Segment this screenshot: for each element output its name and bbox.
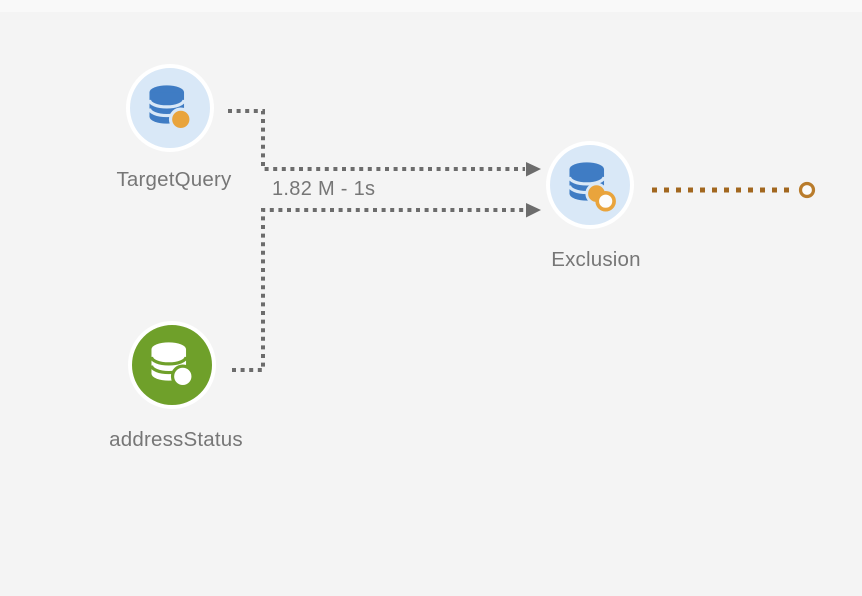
overlapping-circles-badge bbox=[585, 182, 616, 212]
arrowhead-targetquery-edge bbox=[526, 162, 541, 177]
database-icon bbox=[147, 85, 193, 132]
edge-addressstatus-to-exclusion[interactable] bbox=[232, 208, 525, 372]
node-addressstatus[interactable] bbox=[128, 321, 216, 409]
orange-dot-badge bbox=[168, 107, 193, 132]
node-targetquery[interactable] bbox=[126, 64, 214, 152]
transition-count-label[interactable]: 1.82 M - 1s bbox=[272, 178, 376, 200]
node-label-exclusion: Exclusion bbox=[551, 248, 641, 271]
edge-targetquery-to-exclusion[interactable] bbox=[228, 109, 525, 171]
arrowhead-addressstatus-edge bbox=[526, 203, 541, 218]
node-exclusion[interactable] bbox=[546, 141, 634, 229]
database-exclusion-icon bbox=[567, 162, 616, 212]
unconnected-outlet-ring[interactable] bbox=[798, 181, 816, 199]
database-icon bbox=[149, 342, 195, 389]
canvas-top-strip bbox=[0, 0, 862, 12]
white-dot-badge bbox=[170, 364, 195, 389]
node-label-addressstatus: addressStatus bbox=[109, 428, 243, 451]
node-label-targetquery: TargetQuery bbox=[116, 168, 232, 191]
